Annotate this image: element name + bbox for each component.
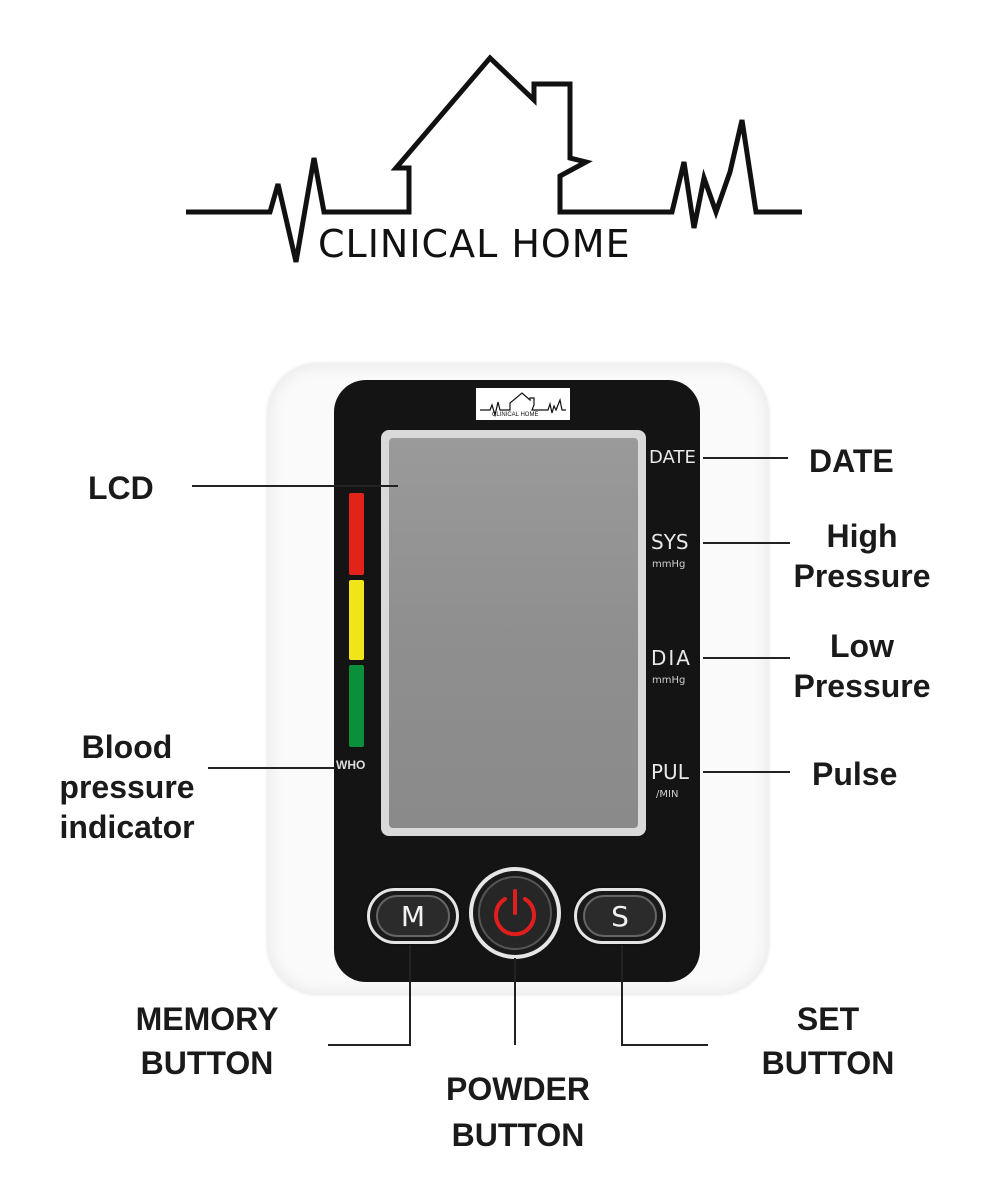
callout-pulse: Pulse [812,756,898,792]
screen-unit-dia: mmHg [652,675,686,686]
logo-heartbeat-house-line [186,54,802,263]
screen-label-pul: PUL [651,760,689,784]
screen-label-sys: SYS [651,530,689,554]
callout-power-line2: BUTTON [451,1117,585,1153]
callout-power-button: POWDER BUTTON [428,1066,608,1158]
device-logo-badge [476,388,570,420]
set-button[interactable]: S [574,888,666,944]
callout-bp-indicator: Blood pressure indicator [44,727,210,847]
device-logo-text: CLINICAL HOME [492,412,539,418]
callout-bp-indicator-line2: pressure [59,769,195,805]
power-button-face [478,876,552,950]
clinical-home-logo [186,54,802,263]
callout-bp-indicator-line3: indicator [59,809,195,845]
callout-low-pressure-line2: Pressure [793,668,931,704]
memory-button[interactable]: M [367,888,459,944]
callout-high-pressure: High Pressure [779,516,945,596]
indicator-bar-yellow [349,580,364,660]
callout-bp-indicator-line1: Blood [81,729,173,765]
set-button-label: S [583,895,657,937]
screen-label-dia: DIA [651,646,692,670]
callout-set-button: SET BUTTON [744,997,912,1085]
callout-memory-line2: BUTTON [140,1045,274,1081]
callout-memory-line1: MEMORY [135,1001,279,1037]
indicator-bar-green [349,665,364,747]
screen-unit-pul: /MIN [656,789,679,800]
power-icon [494,889,536,937]
callout-high-pressure-line1: High [826,518,898,554]
lcd-screen [389,438,638,828]
callout-memory-button: MEMORY BUTTON [120,997,294,1085]
callout-date: DATE [809,443,894,479]
device-logo-mark-icon [480,392,566,418]
power-button[interactable] [469,867,561,959]
screen-unit-sys: mmHg [652,559,686,570]
callout-high-pressure-line2: Pressure [793,558,931,594]
callout-set-line2: BUTTON [761,1045,895,1081]
callout-power-line1: POWDER [446,1071,590,1107]
who-label: WHO [336,758,366,772]
callout-low-pressure: Low Pressure [779,626,945,706]
logo-brand-text: CLINICAL HOME [318,222,631,266]
callout-set-line1: SET [796,1001,860,1037]
callout-low-pressure-line1: Low [830,628,894,664]
indicator-bar-red [349,493,364,575]
screen-label-date: DATE [649,447,696,468]
memory-button-label: M [376,895,450,937]
callout-lcd: LCD [88,470,154,506]
